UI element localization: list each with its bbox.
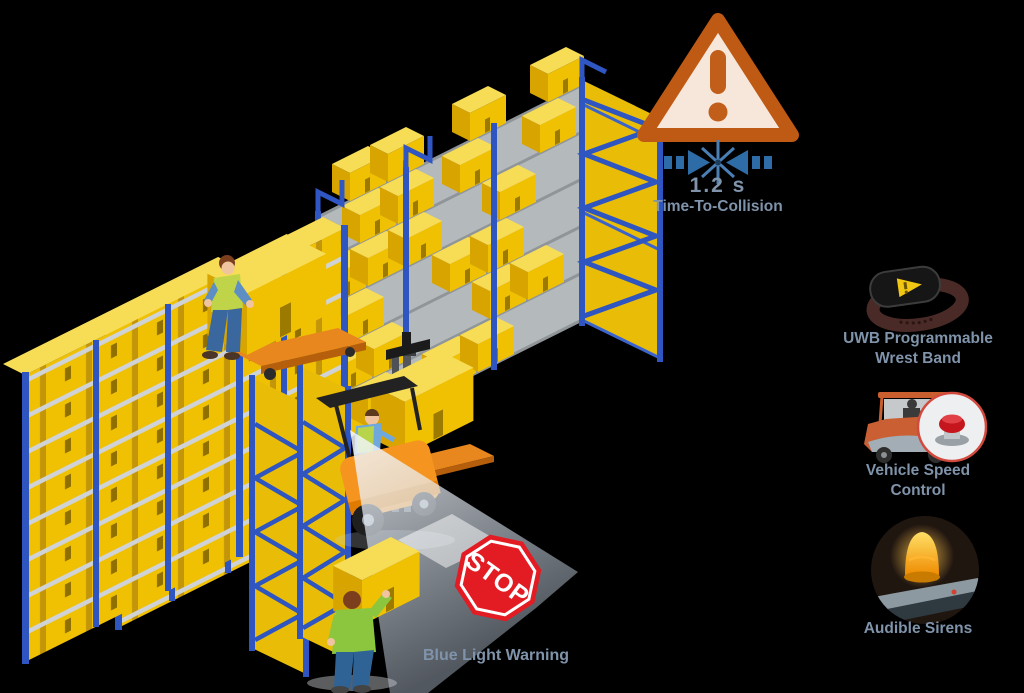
warning-triangle-icon — [637, 13, 799, 142]
time-to-collision-value: 1.2 s — [689, 174, 747, 197]
blue-light-warning-label: Blue Light Warning — [422, 647, 570, 664]
legend-sirens-label: Audible Sirens — [863, 620, 973, 637]
legend-vehicle-speed-label-line2: Control — [890, 482, 946, 499]
legend-vehicle-speed-label-line1: Vehicle Speed — [865, 462, 971, 479]
time-to-collision-label: Time-To-Collision — [653, 198, 783, 215]
audible-sirens-icon — [871, 516, 979, 624]
collision-arrows-icon — [664, 140, 772, 184]
worker-carrying-box — [307, 537, 420, 693]
uwb-wristband-icon — [866, 265, 969, 332]
packed-rack-front — [3, 257, 243, 664]
legend-wristband-label-line1: UWB Programmable — [843, 330, 993, 347]
worker-pallet-jack — [202, 234, 366, 380]
vehicle-speed-control-icon — [864, 391, 988, 463]
stop-sign: STOP — [454, 534, 542, 622]
legend-wristband-label-line2: Wrest Band — [875, 350, 961, 367]
middle-rack-end-frame — [576, 77, 664, 362]
rack-end-frames — [249, 363, 351, 677]
middle-shelving-rack — [312, 47, 608, 458]
